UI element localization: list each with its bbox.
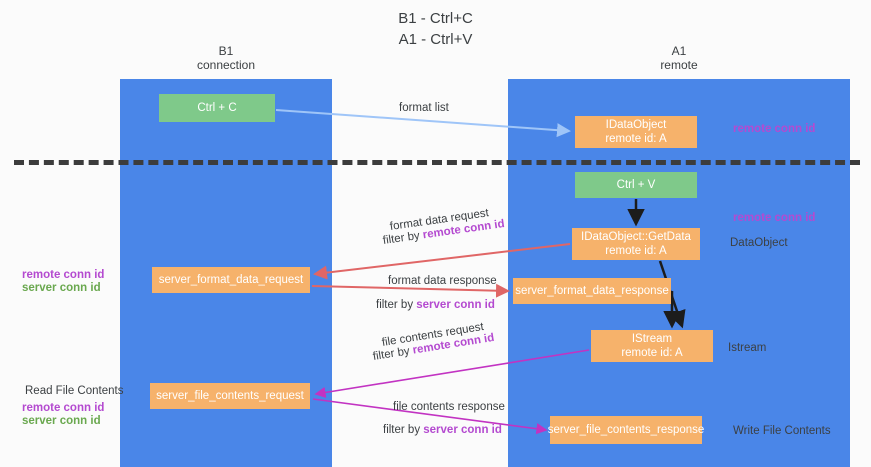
- node-ctrl-v[interactable]: Ctrl + V: [575, 172, 697, 198]
- node-server-file-contents-response[interactable]: server_file_contents_response: [548, 416, 704, 444]
- side-label-istream: Istream: [728, 342, 767, 354]
- phase-divider: [14, 160, 860, 165]
- side-label-write-file-contents: Write File Contents: [733, 425, 831, 437]
- side-label-remote-conn-id-left: remote conn id: [22, 269, 105, 281]
- edge-label-format-data-response: format data response: [388, 275, 497, 287]
- server-conn-id-text: server conn id: [423, 424, 502, 436]
- side-label-server-conn-id-left-2: server conn id: [22, 415, 101, 427]
- node-ctrl-c[interactable]: Ctrl + C: [159, 94, 275, 122]
- side-label-remote-conn-id-left-2: remote conn id: [22, 402, 105, 414]
- side-label-remote-conn-id-mid: remote conn id: [733, 212, 816, 224]
- filter-by-text: filter by: [376, 299, 417, 311]
- node-server-format-data-response[interactable]: server_format_data_response: [513, 278, 671, 304]
- filter-by-text: filter by: [372, 344, 414, 363]
- server-conn-id-text: server conn id: [416, 299, 495, 311]
- filter-by-text: filter by: [383, 424, 424, 436]
- node-istream[interactable]: IStream remote id: A: [591, 330, 713, 362]
- node-idataobject[interactable]: IDataObject remote id: A: [575, 116, 697, 148]
- side-label-server-conn-id-left: server conn id: [22, 282, 101, 294]
- node-idataobject-getdata[interactable]: IDataObject::GetData remote id: A: [572, 228, 700, 260]
- edge-label-format-list: format list: [399, 102, 449, 114]
- node-server-file-contents-request[interactable]: server_file_contents_request: [150, 383, 310, 409]
- side-label-remote-conn-id-top: remote conn id: [733, 123, 816, 135]
- node-server-format-data-request[interactable]: server_format_data_request: [152, 267, 310, 293]
- swimlane-header-a1: A1 remote: [660, 44, 698, 72]
- edge-label-file-contents-response-filter: filter by server conn id: [383, 423, 502, 437]
- edge-label-file-contents-response: file contents response: [393, 401, 505, 413]
- side-label-dataobject: DataObject: [730, 237, 788, 249]
- side-label-read-file-contents: Read File Contents: [25, 385, 124, 397]
- filter-by-text: filter by: [382, 229, 424, 247]
- swimlane-header-b1: B1 connection: [196, 44, 256, 72]
- diagram-title: B1 - Ctrl+C A1 - Ctrl+V: [398, 10, 473, 48]
- edge-label-format-data-response-filter: filter by server conn id: [376, 298, 495, 312]
